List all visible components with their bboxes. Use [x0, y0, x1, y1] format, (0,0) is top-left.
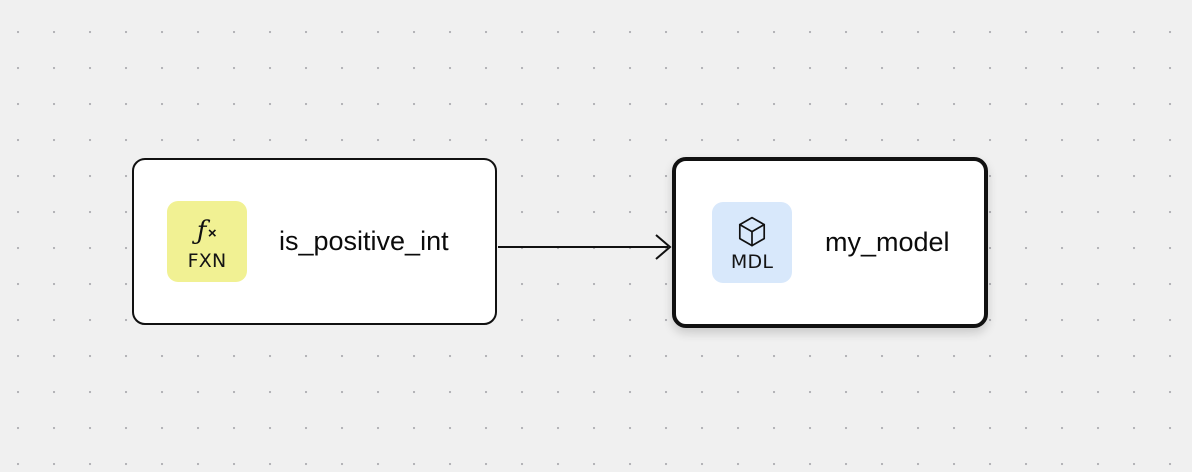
node-title: my_model [825, 227, 950, 257]
function-fx-icon: ƒ× [197, 212, 217, 250]
fx-glyph-f: ƒ [196, 216, 207, 246]
node-type-badge-fxn: ƒ× FXN [167, 201, 247, 282]
node-title: is_positive_int [279, 226, 449, 256]
node-type-badge-label: FXN [187, 250, 227, 272]
node-is-positive-int[interactable]: ƒ× FXN is_positive_int [132, 158, 497, 325]
cube-box-icon [736, 213, 768, 251]
node-type-badge-label: MDL [730, 251, 774, 273]
edge-is_positive_int-my_model[interactable] [498, 234, 672, 260]
fx-glyph-x: × [207, 224, 218, 242]
edge-arrowhead-icon [655, 234, 672, 260]
node-type-badge-mdl: MDL [712, 202, 792, 283]
node-my-model[interactable]: MDL my_model [672, 157, 988, 328]
